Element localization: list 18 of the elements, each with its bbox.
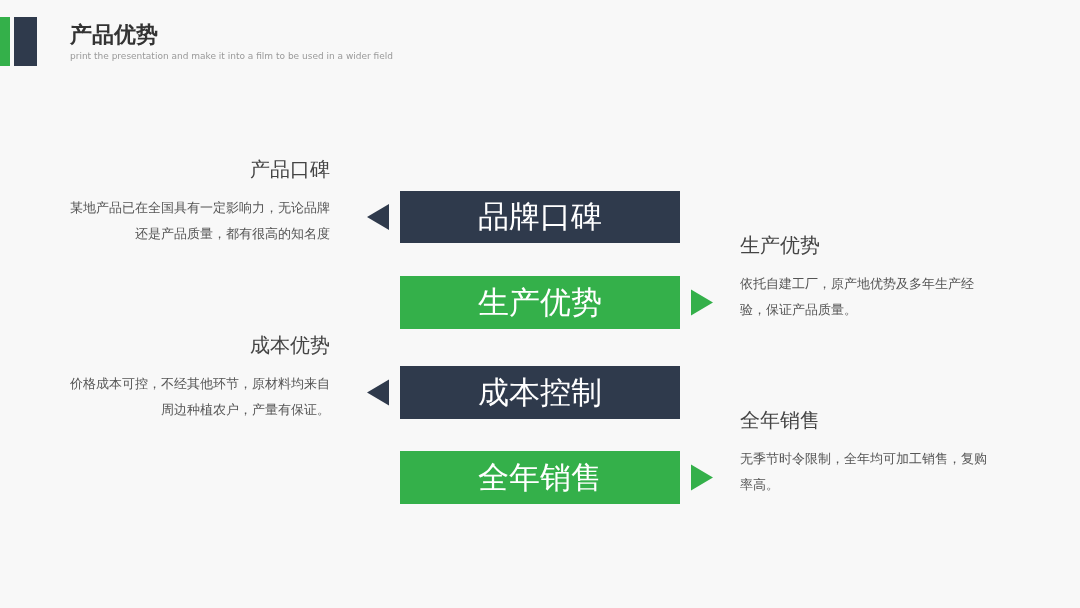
triangle-arrow bbox=[367, 379, 389, 406]
title: 产品优势 bbox=[70, 21, 158, 49]
description: 依托自建工厂，原产地优势及多年生产经验，保证产品质量。 bbox=[740, 275, 975, 319]
heading: 成本优势 bbox=[249, 332, 330, 359]
subtitle: print the presentation and make it into a film to be used in a wider field bbox=[70, 51, 394, 61]
label-box: 生产优势 bbox=[400, 276, 680, 329]
triangle-arrow bbox=[367, 204, 389, 230]
label-box: 全年销售 bbox=[400, 451, 680, 504]
triangle-arrow bbox=[691, 289, 713, 316]
label-box: 成本控制 bbox=[400, 366, 680, 419]
description: 某地产品已在全国具有一定影响力，无论品牌还是产品质量，都有很高的知名度 bbox=[70, 199, 330, 243]
triangle-arrow bbox=[691, 464, 713, 491]
heading: 产品口碑 bbox=[249, 156, 330, 183]
description: 无季节时令限制，全年均可加工销售，复购率高。 bbox=[740, 450, 988, 494]
description: 价格成本可控，不经其他环节，原材料均来自周边种植农户，产量有保证。 bbox=[70, 375, 330, 419]
heading: 全年销售 bbox=[740, 407, 821, 434]
heading: 生产优势 bbox=[740, 232, 821, 259]
label-box: 品牌口碑 bbox=[400, 191, 680, 243]
